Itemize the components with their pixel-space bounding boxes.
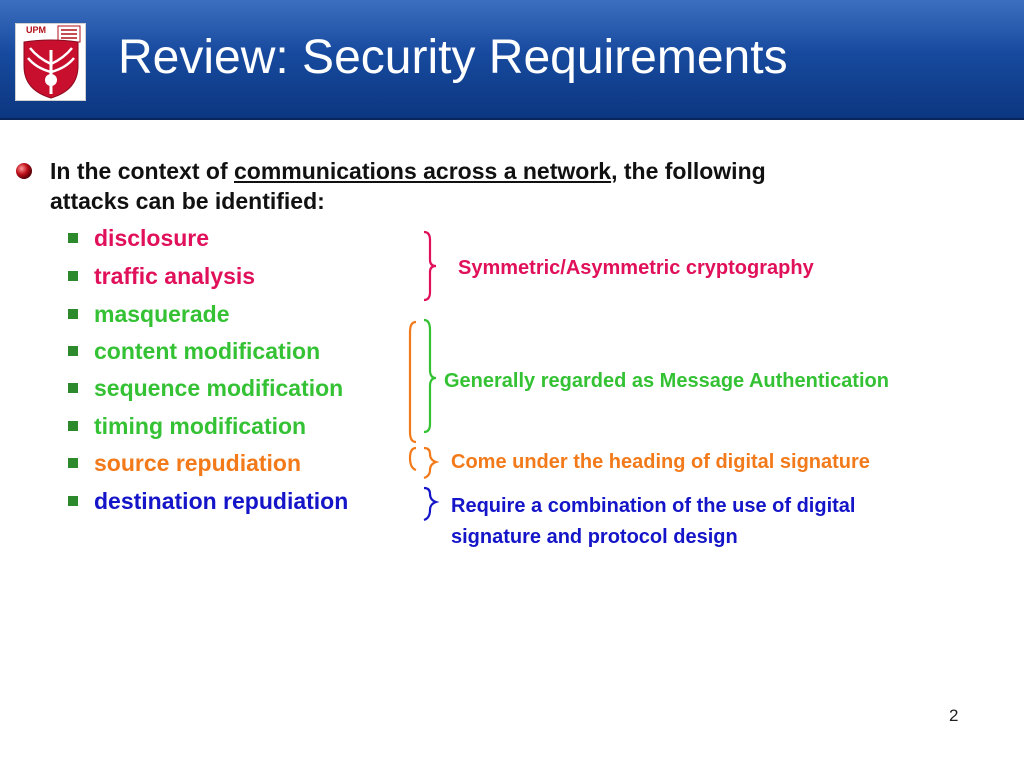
brace-message-auth-right [423, 318, 437, 434]
square-bullet-icon [68, 346, 78, 356]
attack-label: masquerade [94, 300, 230, 327]
intro-text: In the context of communications across … [50, 156, 830, 216]
slide-title: Review: Security Requirements [118, 31, 788, 84]
round-bullet-icon [16, 163, 32, 179]
note-symmetric: Symmetric/Asymmetric cryptography [458, 257, 814, 279]
logo-text: UPM [26, 25, 46, 35]
note-digital-signature: Come under the heading of digital signat… [451, 451, 870, 473]
square-bullet-icon [68, 496, 78, 506]
attack-label: disclosure [94, 224, 210, 251]
attack-item: timing modification [68, 410, 306, 442]
attack-label: timing modification [94, 412, 307, 439]
attack-item: traffic analysis [68, 260, 255, 292]
attack-item: destination repudiation [68, 485, 348, 517]
attack-item: disclosure [68, 222, 209, 254]
upm-logo: UPM [15, 23, 86, 101]
attack-label: traffic analysis [94, 262, 256, 289]
brace-symmetric [423, 230, 437, 302]
attack-item: source repudiation [68, 447, 301, 479]
attack-item: sequence modification [68, 372, 343, 404]
attack-item: masquerade [68, 298, 230, 330]
note-combination: Require a combination of the use of digi… [451, 491, 855, 553]
note-combination-line1: Require a combination of the use of digi… [451, 495, 856, 517]
upm-crest-icon [23, 25, 81, 99]
brace-message-auth-left [408, 320, 417, 444]
attack-label: sequence modification [94, 374, 344, 401]
intro-before: In the context of [50, 158, 234, 184]
intro-after: , the following attacks can be identifie… [50, 158, 766, 214]
brace-digital-signature [423, 446, 440, 480]
brace-combination [423, 486, 440, 522]
square-bullet-icon [68, 233, 78, 243]
slide-header: UPM Review: Security Requirements [0, 0, 1024, 120]
square-bullet-icon [68, 309, 78, 319]
intro-underlined: communications across a network [234, 158, 612, 184]
page-number: 2 [949, 706, 959, 725]
brace-source-left [408, 446, 417, 472]
note-message-auth: Generally regarded as Message Authentica… [444, 370, 889, 392]
note-combination-line2: signature and protocol design [451, 526, 738, 548]
square-bullet-icon [68, 271, 78, 281]
attack-item: content modification [68, 335, 320, 367]
attack-label: destination repudiation [94, 487, 349, 514]
square-bullet-icon [68, 383, 78, 393]
attack-label: content modification [94, 337, 321, 364]
square-bullet-icon [68, 458, 78, 468]
attack-label: source repudiation [94, 449, 302, 476]
square-bullet-icon [68, 421, 78, 431]
